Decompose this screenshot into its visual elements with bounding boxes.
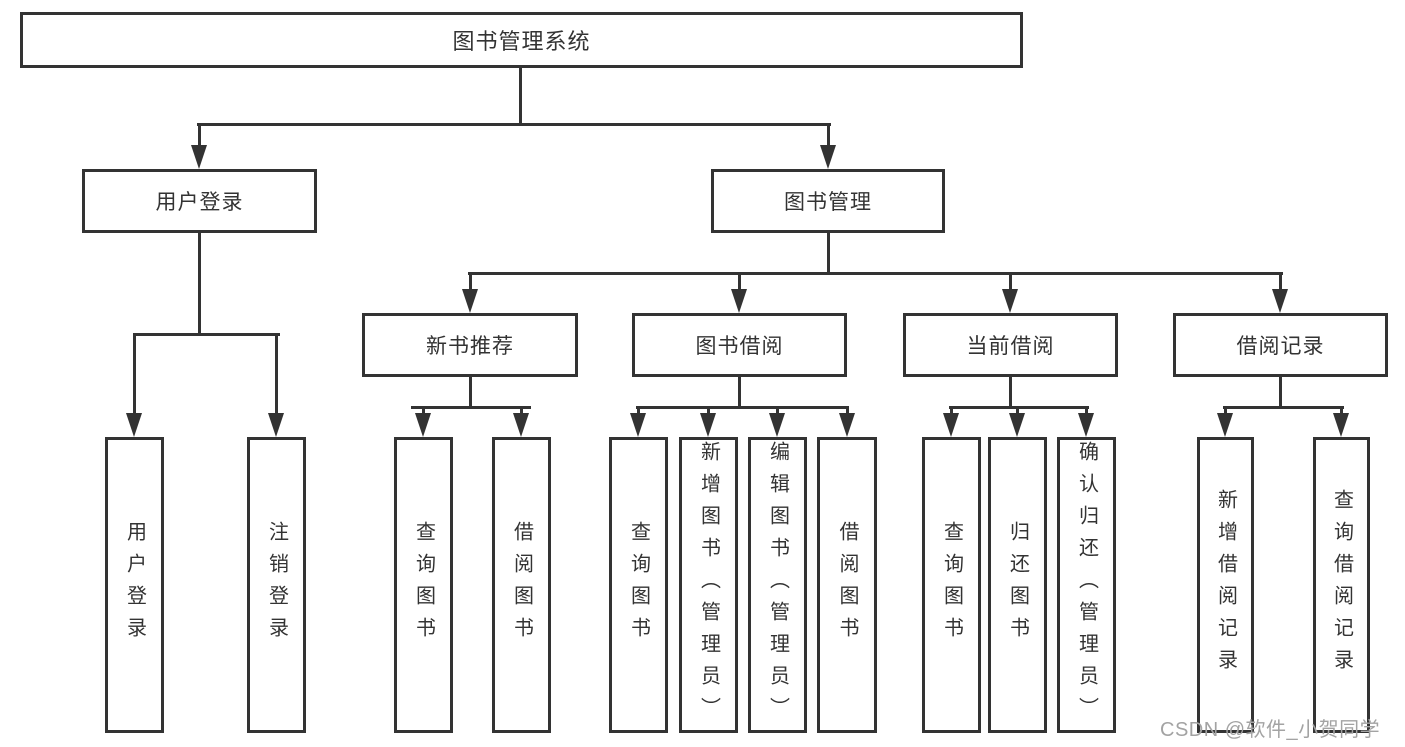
node-user-login-action: 用户登录 [105, 437, 164, 733]
node-logout-action-label: 注销登录 [265, 521, 288, 649]
arrow-head [126, 413, 142, 437]
node-confirm-return-admin-label: 确认归还（管理员） [1075, 441, 1098, 729]
connector-line [1009, 275, 1012, 291]
node-book-borrow-label: 图书借阅 [695, 335, 784, 358]
arrow-head [769, 413, 785, 437]
arrow-head [1333, 413, 1349, 437]
connector-line [468, 272, 1283, 275]
node-logout-action: 注销登录 [247, 437, 306, 733]
arrow-head [1002, 289, 1018, 313]
node-return-books-label: 归还图书 [1006, 521, 1029, 649]
connector-line [1279, 275, 1282, 291]
connector-line [1009, 377, 1012, 408]
arrow-head [191, 145, 207, 169]
connector-line [198, 233, 201, 335]
node-borrow-records-label: 借阅记录 [1236, 335, 1325, 358]
node-confirm-return-admin: 确认归还（管理员） [1057, 437, 1116, 733]
connector-line [469, 275, 472, 291]
arrow-head [839, 413, 855, 437]
connector-line [949, 406, 1089, 409]
arrow-head [415, 413, 431, 437]
connector-line [197, 123, 831, 126]
node-query-books-recommend: 查询图书 [394, 437, 453, 733]
node-return-books: 归还图书 [988, 437, 1047, 733]
node-edit-books-admin-label: 编辑图书（管理员） [766, 441, 789, 729]
node-new-book-recommend-label: 新书推荐 [426, 335, 514, 358]
node-library-system-label: 图书管理系统 [452, 29, 591, 54]
arrow-head [1272, 289, 1288, 313]
node-add-books-admin: 新增图书（管理员） [679, 437, 738, 733]
node-edit-books-admin: 编辑图书（管理员） [748, 437, 807, 733]
node-borrow-records: 借阅记录 [1173, 313, 1388, 377]
node-library-system: 图书管理系统 [20, 12, 1023, 68]
arrow-head [820, 145, 836, 169]
connector-line [133, 336, 136, 416]
node-borrow-books: 借阅图书 [817, 437, 877, 733]
arrow-head [731, 289, 747, 313]
connector-line [519, 67, 522, 125]
node-query-books-borrow-label: 查询图书 [627, 521, 650, 649]
connector-line [275, 336, 278, 416]
connector-line [738, 275, 741, 291]
node-new-book-recommend: 新书推荐 [362, 313, 578, 377]
connector-line [411, 406, 531, 409]
node-add-borrow-record: 新增借阅记录 [1197, 437, 1254, 733]
node-query-books-borrow: 查询图书 [609, 437, 668, 733]
node-book-management: 图书管理 [711, 169, 945, 233]
connector-line [469, 377, 472, 408]
watermark-text: CSDN @软件_小贺同学 [1160, 719, 1381, 741]
node-query-borrow-record-label: 查询借阅记录 [1330, 489, 1353, 681]
connector-line [1223, 406, 1344, 409]
node-query-books-current: 查询图书 [922, 437, 981, 733]
arrow-head [462, 289, 478, 313]
node-user-login: 用户登录 [82, 169, 317, 233]
arrow-head [268, 413, 284, 437]
connector-line [636, 406, 849, 409]
node-user-login-label: 用户登录 [155, 191, 244, 214]
connector-line [827, 126, 830, 150]
node-current-borrow-label: 当前借阅 [966, 335, 1055, 358]
node-borrow-books-recommend: 借阅图书 [492, 437, 551, 733]
node-borrow-books-recommend-label: 借阅图书 [510, 521, 533, 649]
connector-line [738, 377, 741, 408]
node-query-books-recommend-label: 查询图书 [412, 521, 435, 649]
node-current-borrow: 当前借阅 [903, 313, 1118, 377]
node-query-books-current-label: 查询图书 [940, 521, 963, 649]
node-add-borrow-record-label: 新增借阅记录 [1214, 489, 1237, 681]
node-borrow-books-label: 借阅图书 [836, 521, 858, 649]
connector-line [198, 126, 201, 150]
arrow-head [513, 413, 529, 437]
connector-line [827, 233, 830, 274]
arrow-head [1009, 413, 1025, 437]
arrow-head [630, 413, 646, 437]
node-book-borrow: 图书借阅 [632, 313, 847, 377]
node-user-login-action-label: 用户登录 [123, 521, 146, 649]
node-add-books-admin-label: 新增图书（管理员） [697, 441, 720, 729]
arrow-head [1078, 413, 1094, 437]
arrow-head [1217, 413, 1233, 437]
connector-line [133, 333, 280, 336]
node-query-borrow-record: 查询借阅记录 [1313, 437, 1370, 733]
node-book-management-label: 图书管理 [784, 191, 872, 214]
arrow-head [700, 413, 716, 437]
arrow-head [943, 413, 959, 437]
connector-line [1279, 377, 1282, 408]
